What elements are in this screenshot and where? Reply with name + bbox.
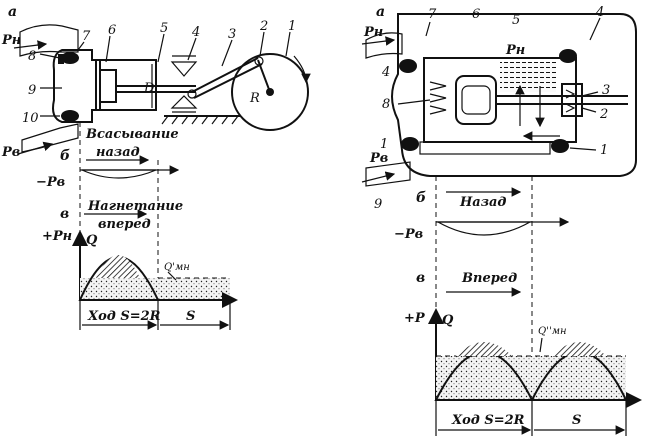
left-num-6: 6 xyxy=(108,23,116,38)
left-valve-chamber xyxy=(52,49,101,123)
right-valve-tl xyxy=(399,59,417,73)
left-pump xyxy=(13,24,311,155)
right-num-6: 6 xyxy=(472,7,480,22)
left-num-2: 2 xyxy=(259,19,268,34)
left-crank-wheel xyxy=(231,53,309,131)
left-ph-label: Pн xyxy=(1,33,21,48)
left-num-5: 5 xyxy=(160,21,168,36)
left-num-7: 7 xyxy=(82,29,91,44)
left-num-1: 1 xyxy=(288,19,296,34)
right-num-4a: 4 xyxy=(381,65,390,80)
right-s-label: S xyxy=(572,413,581,428)
right-forward-label: Вперед xyxy=(461,271,517,286)
left-qmean-label: Q'мн xyxy=(164,262,190,273)
right-fig-a-label: а xyxy=(376,4,385,20)
left-plunger-head xyxy=(99,69,117,103)
right-pump xyxy=(361,13,637,187)
right-neg-pb: −Pв xyxy=(394,227,423,242)
right-fig-v-label: в xyxy=(416,270,425,286)
right-num-1b: 1 xyxy=(600,143,608,158)
right-pb-label: Pв xyxy=(369,151,388,166)
right-excess-area-1 xyxy=(456,342,512,356)
right-back-label: Назад xyxy=(459,195,506,210)
right-num-2: 2 xyxy=(599,107,608,122)
right-num-9: 9 xyxy=(374,197,382,212)
left-pos-ph: +Pн xyxy=(42,229,72,244)
left-num-9: 9 xyxy=(28,83,36,98)
right-flow-plot: в Вперед +P Q Q''мн Ход S=2R S xyxy=(404,270,642,436)
right-num-1a: 1 xyxy=(380,137,388,152)
left-discharge-top: Нагнетание xyxy=(87,199,183,214)
left-discharge-bottom: вперед xyxy=(98,217,151,232)
left-suction-valve xyxy=(61,110,79,122)
right-mean-flow-band xyxy=(436,356,626,400)
left-suction-pipe xyxy=(21,123,79,153)
left-q-label: Q xyxy=(86,233,98,248)
right-ph-inner: Pн xyxy=(505,43,525,58)
right-fig-b-label: б xyxy=(416,190,426,206)
right-lower-channel xyxy=(419,141,551,155)
left-neg-pb: −Pв xyxy=(36,175,65,190)
left-d-label: D xyxy=(143,81,155,96)
left-connecting-rod xyxy=(191,57,259,93)
left-suction-bottom: назад xyxy=(96,145,140,160)
left-stroke-label: Ход S=2R xyxy=(87,309,161,324)
left-num-10: 10 xyxy=(22,111,39,126)
right-qmean-label: Q''мн xyxy=(538,326,567,337)
right-plus-p: +P xyxy=(404,311,426,326)
right-num-8: 8 xyxy=(382,97,390,112)
left-r-label: R xyxy=(249,91,260,106)
left-num-3: 3 xyxy=(228,27,236,42)
right-suction-plot: б Назад −Pв xyxy=(394,187,570,242)
left-flow-plot: в Нагнетание вперед +Pн Q Q'мн Ход S=2R … xyxy=(42,199,238,330)
left-fig-b-label: б xyxy=(60,148,70,164)
right-stroke-label: Ход S=2R xyxy=(451,413,525,428)
left-pb-label: Pв xyxy=(1,145,20,160)
left-fig-v-label: в xyxy=(60,206,69,222)
left-num-8: 8 xyxy=(28,49,36,64)
left-suction-top: Всасывание xyxy=(85,127,179,142)
right-num-5: 5 xyxy=(512,13,520,28)
right-piston xyxy=(455,75,497,125)
left-s-label: S xyxy=(186,309,195,324)
left-suction-plot: б Всасывание назад −Pв xyxy=(36,127,180,190)
left-discharge-pipe xyxy=(19,24,79,57)
right-gland xyxy=(561,83,583,117)
right-valve-tr xyxy=(559,49,577,63)
left-mean-flow-band xyxy=(80,278,230,300)
right-excess-area-2 xyxy=(552,342,606,356)
right-ph-outer: Pн xyxy=(363,25,383,40)
right-suction-area xyxy=(435,221,533,236)
right-valve-bl xyxy=(401,137,419,151)
right-pump-body xyxy=(391,13,637,177)
left-fig-a-label: а xyxy=(8,4,17,20)
left-excess-area xyxy=(96,255,140,278)
right-num-4b: 4 xyxy=(595,5,604,20)
left-discharge-valve xyxy=(61,52,79,64)
right-valve-br xyxy=(551,139,569,153)
right-num-7: 7 xyxy=(428,7,437,22)
right-q-label: Q xyxy=(442,313,454,328)
right-num-3: 3 xyxy=(602,83,610,98)
left-suction-area xyxy=(81,169,157,179)
left-num-4: 4 xyxy=(191,25,200,40)
